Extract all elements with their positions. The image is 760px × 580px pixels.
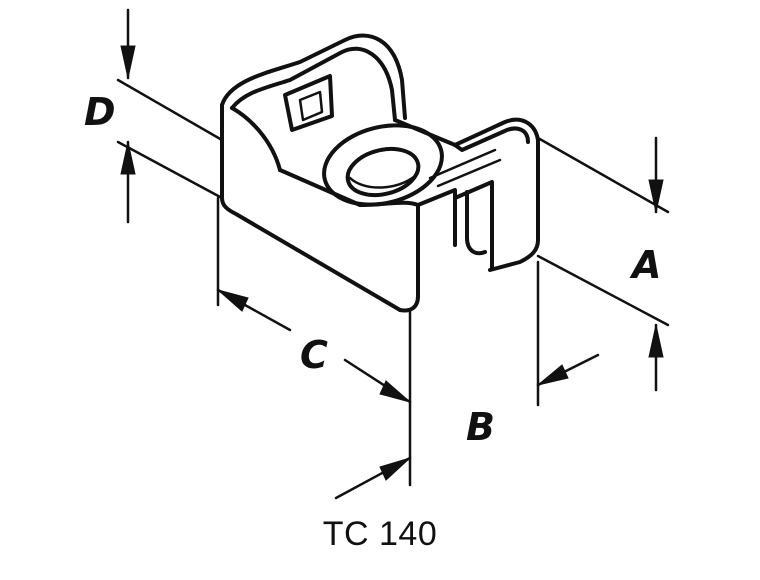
dimension-label-c: C	[300, 333, 328, 377]
dimension-b	[536, 260, 600, 407]
dimension-a	[536, 136, 670, 392]
dimension-c	[216, 196, 412, 500]
cable-tie-mount-body	[220, 33, 540, 313]
dimension-label-b: B	[466, 405, 495, 449]
figure-caption: TC 140	[322, 515, 438, 553]
dimension-label-a: A	[629, 243, 661, 287]
dimension-label-d: D	[84, 90, 116, 134]
dimension-d	[116, 8, 224, 224]
